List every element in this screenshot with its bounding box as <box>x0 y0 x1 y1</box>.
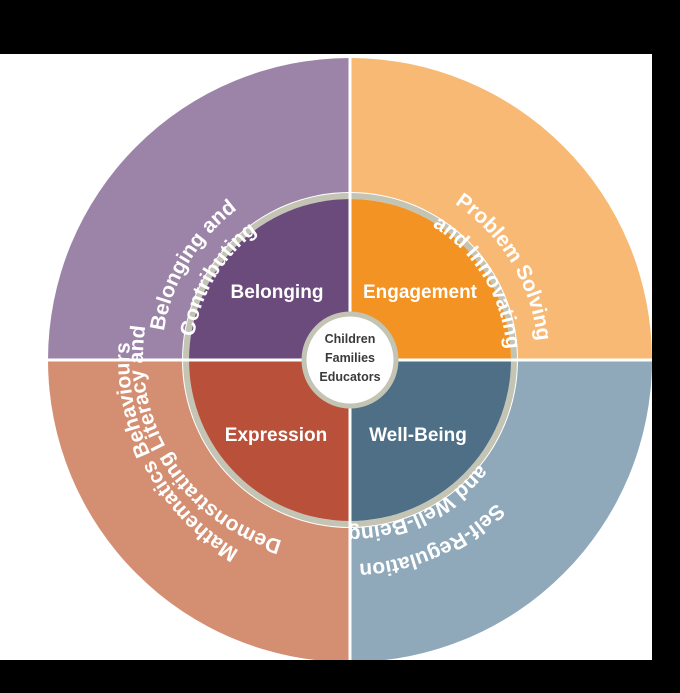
center-label-educators: Educators <box>319 370 380 384</box>
center-label-families: Families <box>325 351 375 365</box>
inner-label-engagement: Engagement <box>363 282 478 303</box>
inner-quadrants <box>189 199 511 521</box>
inner-label-belonging: Belonging <box>231 282 324 303</box>
inner-label-well-being: Well-Being <box>369 425 467 446</box>
learning-framework-diagram: Children Families Educators Belonging En… <box>0 54 652 660</box>
center-label-children: Children <box>325 332 376 346</box>
center-circle <box>301 311 399 409</box>
inner-quadrant-engagement <box>350 199 511 360</box>
inner-quadrant-well-being <box>350 360 511 521</box>
inner-label-expression: Expression <box>225 425 327 446</box>
inner-quadrant-expression <box>189 360 350 521</box>
inner-quadrant-belonging <box>189 199 350 360</box>
diagram-panel: Children Families Educators Belonging En… <box>0 54 652 660</box>
